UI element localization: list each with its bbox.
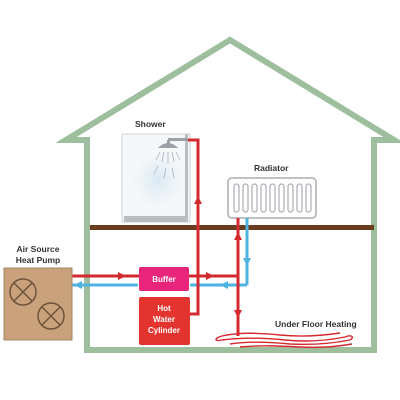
cylinder-label-line3: Cylinder (148, 326, 180, 335)
shower-head-icon (158, 140, 178, 148)
radiator-label: Radiator (254, 163, 289, 173)
flow-arrow (234, 232, 242, 240)
flow-arrow (234, 310, 242, 318)
cylinder-label-line2: Water (153, 315, 175, 324)
fan-icon (9, 278, 37, 306)
cylinder-label-line1: Hot (157, 304, 171, 313)
first-floor (90, 225, 374, 230)
flow-arrow (206, 272, 214, 280)
return-arrow (243, 258, 251, 266)
buffer-tank: Buffer (139, 267, 189, 291)
return-arrow (220, 281, 228, 289)
heat-pump-label-line2: Heat Pump (16, 255, 60, 265)
heat-pump-label-line1: Air Source (17, 244, 60, 254)
radiator (227, 177, 317, 219)
house-outline (55, 36, 400, 353)
underfloor-coil (215, 332, 353, 349)
shower-cubicle (121, 133, 191, 223)
return-arrow (74, 281, 82, 289)
hot-water-cylinder: Hot Water Cylinder (139, 297, 190, 345)
heat-pump-unit (3, 267, 73, 341)
flow-arrow (118, 272, 126, 280)
shower-label: Shower (135, 119, 166, 129)
buffer-label: Buffer (152, 275, 176, 284)
water-drops (153, 151, 181, 179)
fan-icon (37, 302, 65, 330)
flow-arrow (194, 196, 202, 204)
underfloor-label: Under Floor Heating (275, 319, 357, 329)
